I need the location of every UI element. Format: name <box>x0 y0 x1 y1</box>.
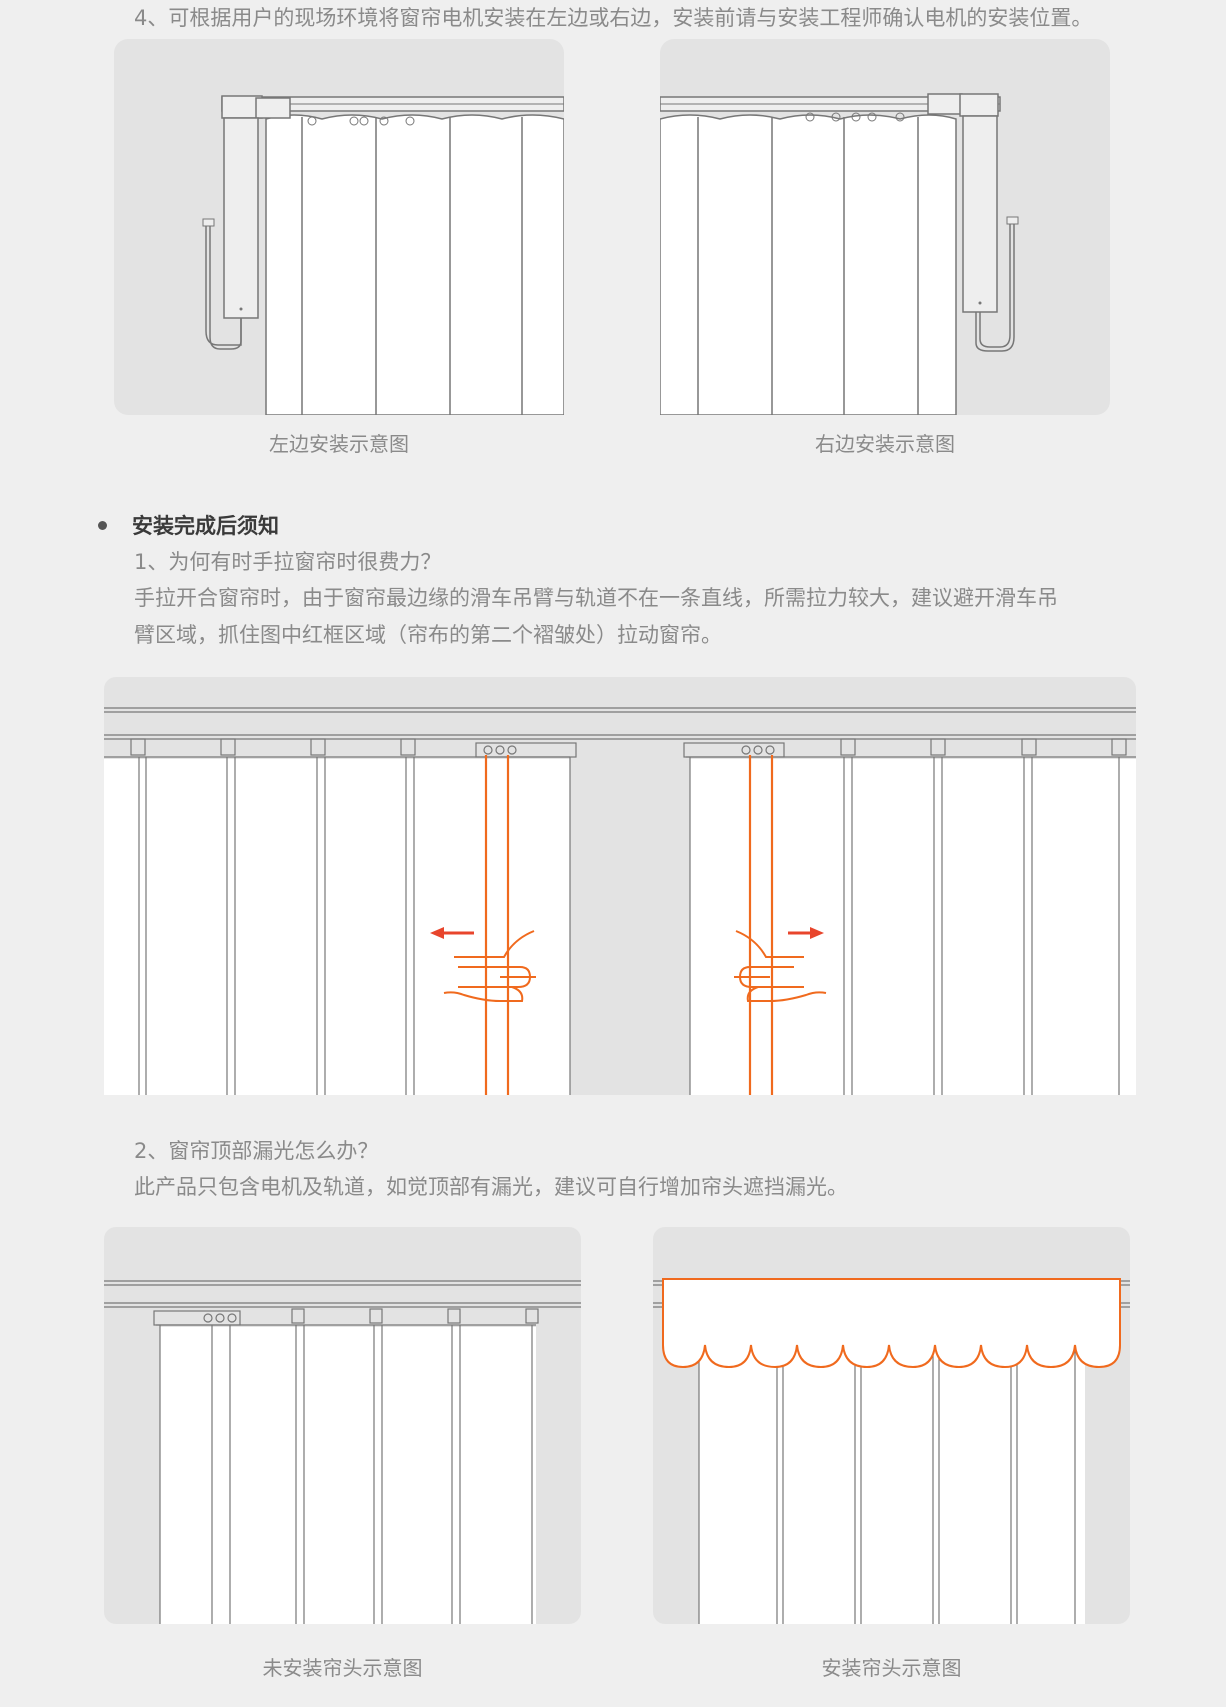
section-heading: 安装完成后须知 <box>132 514 279 538</box>
hand-pull-diagram <box>104 677 1136 1095</box>
valance-caption: 安装帘头示意图 <box>821 1656 962 1680</box>
bullet-dot <box>98 521 107 530</box>
left-install-caption: 左边安装示意图 <box>269 432 409 456</box>
right-install-caption: 右边安装示意图 <box>815 432 955 456</box>
answer-2: 此产品只包含电机及轨道，如觉顶部有漏光，建议可自行增加帘头遮挡漏光。 <box>134 1175 848 1199</box>
valance-diagram <box>653 1227 1130 1624</box>
no-valance-diagram <box>104 1227 581 1624</box>
answer-1-line-2: 臂区域，抓住图中红框区域（帘布的第二个褶皱处）拉动窗帘。 <box>134 623 722 647</box>
right-install-diagram <box>660 39 1110 415</box>
left-install-diagram <box>114 39 564 415</box>
no-valance-caption: 未安装帘头示意图 <box>262 1656 423 1680</box>
step4-text: 4、可根据用户的现场环境将窗帘电机安装在左边或右边，安装前请与安装工程师确认电机… <box>134 6 1093 30</box>
question-2: 2、窗帘顶部漏光怎么办？ <box>134 1139 379 1163</box>
question-1: 1、为何有时手拉窗帘时很费力？ <box>134 550 442 574</box>
answer-1-line-1: 手拉开合窗帘时，由于窗帘最边缘的滑车吊臂与轨道不在一条直线，所需拉力较大，建议避… <box>134 586 1058 610</box>
